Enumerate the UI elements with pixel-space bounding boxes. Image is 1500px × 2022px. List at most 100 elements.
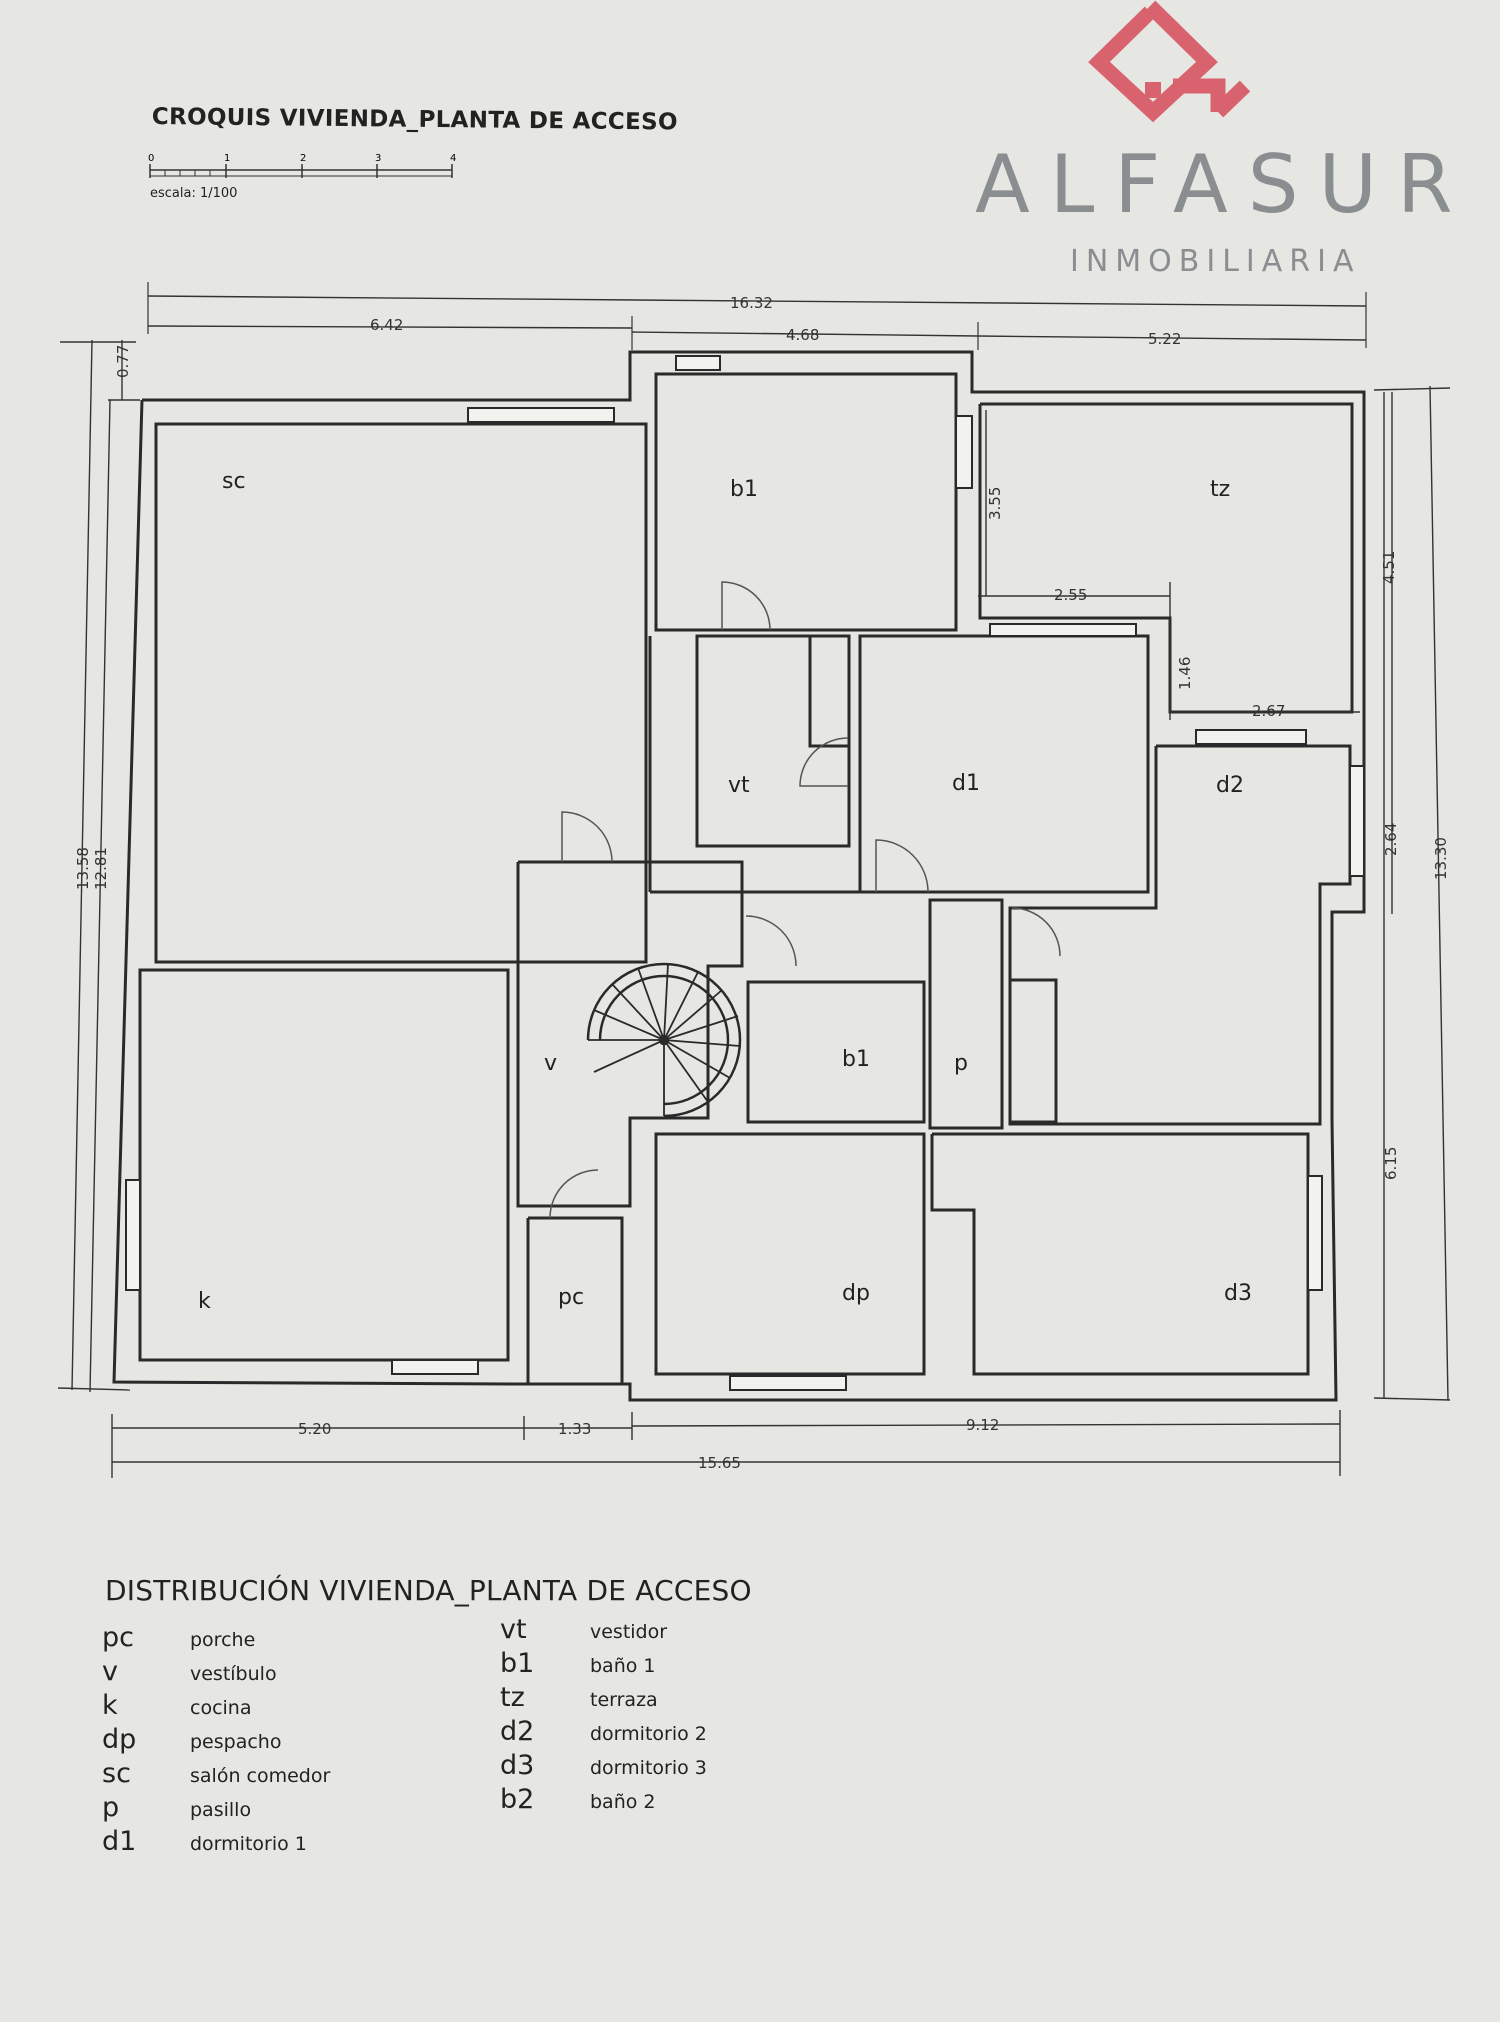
room-pc bbox=[526, 1216, 624, 1386]
room-vt bbox=[695, 634, 851, 848]
spiral-staircase-icon bbox=[586, 962, 742, 1118]
dim-label: 2.64 bbox=[1382, 823, 1400, 856]
legend-name: dormitorio 1 bbox=[190, 1833, 307, 1855]
window bbox=[1195, 729, 1307, 745]
floor-plan-drawing: 16.32 6.42 4.68 5.22 0.77 13.58 12.81 3.… bbox=[57, 282, 1451, 1478]
scale-label: escala: 1/100 bbox=[150, 186, 238, 201]
dim-label: 16.32 bbox=[730, 294, 773, 312]
dim-label: 13.30 bbox=[1432, 837, 1450, 880]
legend-code: d1 bbox=[102, 1826, 137, 1857]
dim-label: 3.55 bbox=[986, 487, 1004, 520]
legend-code: b1 bbox=[500, 1648, 535, 1679]
room-label-d2: d2 bbox=[1216, 773, 1244, 798]
scale-tick: 1 bbox=[224, 153, 230, 164]
brand-name: ALFASUR bbox=[975, 138, 1473, 231]
brand-subtitle: INMOBILIARIA bbox=[1070, 244, 1361, 279]
legend-name: dormitorio 2 bbox=[590, 1723, 707, 1745]
alfasur-logo-icon bbox=[1088, 0, 1251, 123]
dim-label: 1.46 bbox=[1176, 657, 1194, 690]
window bbox=[675, 355, 721, 371]
window bbox=[1307, 1175, 1323, 1291]
dim-label: 15.65 bbox=[698, 1454, 741, 1472]
legend-code: vt bbox=[500, 1614, 527, 1645]
room-label-d3: d3 bbox=[1224, 1281, 1252, 1306]
window bbox=[1349, 765, 1365, 877]
legend-item: tz terraza bbox=[500, 1682, 707, 1716]
window bbox=[989, 623, 1137, 637]
legend-item: b2 baño 2 bbox=[500, 1784, 707, 1818]
room-label-v: v bbox=[544, 1051, 557, 1076]
dim-label: 4.51 bbox=[1380, 551, 1398, 584]
window bbox=[391, 1359, 479, 1375]
scale-tick: 3 bbox=[375, 153, 381, 164]
room-label-k: k bbox=[198, 1289, 211, 1314]
room-dp bbox=[654, 1132, 926, 1376]
legend-code: d3 bbox=[500, 1750, 535, 1781]
room-d3 bbox=[930, 1132, 1310, 1376]
legend-code: dp bbox=[102, 1724, 137, 1755]
dim-label: 12.81 bbox=[92, 847, 110, 890]
room-label-dp: dp bbox=[842, 1281, 870, 1306]
legend-code: tz bbox=[500, 1682, 525, 1713]
legend-code: b2 bbox=[500, 1784, 535, 1815]
room-v bbox=[516, 860, 744, 1208]
legend-code: k bbox=[102, 1690, 118, 1721]
dim-label: 2.55 bbox=[1054, 586, 1087, 604]
room-tz bbox=[978, 402, 1354, 714]
room-label-b1: b1 bbox=[730, 477, 758, 502]
dim-label: 0.77 bbox=[114, 345, 132, 378]
legend-code: v bbox=[102, 1656, 118, 1687]
legend-item: p pasillo bbox=[102, 1792, 330, 1826]
legend-name: pasillo bbox=[190, 1799, 252, 1821]
legend-item: v vestíbulo bbox=[102, 1656, 330, 1690]
room-label-sc: sc bbox=[222, 469, 246, 494]
room-closet bbox=[1008, 978, 1058, 1124]
scale-tick: 0 bbox=[148, 153, 154, 164]
legend-column-2: vt vestidor b1 baño 1 tz terraza d2 dormitor… bbox=[500, 1614, 707, 1818]
room-label-tz: tz bbox=[1210, 477, 1230, 502]
legend-item: d2 dormitorio 2 bbox=[500, 1716, 707, 1750]
exterior-wall bbox=[112, 350, 1366, 1402]
room-label-b1-mid: b1 bbox=[842, 1047, 870, 1072]
legend-name: baño 2 bbox=[590, 1791, 656, 1813]
room-p bbox=[928, 898, 1004, 1130]
legend-name: pespacho bbox=[190, 1731, 282, 1753]
dim-label: 9.12 bbox=[966, 1416, 999, 1434]
dim-label: 1.33 bbox=[558, 1420, 591, 1438]
room-k bbox=[138, 968, 510, 1362]
window bbox=[955, 415, 973, 489]
legend-name: vestidor bbox=[590, 1621, 668, 1643]
scale-tick: 4 bbox=[450, 153, 456, 164]
room-label-vt: vt bbox=[728, 773, 750, 798]
legend-name: terraza bbox=[590, 1689, 658, 1711]
legend-item: pc porche bbox=[102, 1622, 330, 1656]
legend-code: pc bbox=[102, 1622, 134, 1653]
legend-item: vt vestidor bbox=[500, 1614, 707, 1648]
scale-tick: 2 bbox=[300, 153, 306, 164]
window bbox=[125, 1179, 141, 1291]
room-label-pc: pc bbox=[558, 1285, 584, 1310]
window bbox=[729, 1375, 847, 1391]
legend-name: baño 1 bbox=[590, 1655, 656, 1677]
legend-code: p bbox=[102, 1792, 120, 1823]
room-closet-vt bbox=[808, 634, 851, 748]
dim-label: 6.15 bbox=[1382, 1147, 1400, 1180]
room-d1 bbox=[858, 634, 1150, 894]
room-label-d1: d1 bbox=[952, 771, 980, 796]
room-b1-top bbox=[654, 372, 958, 632]
window bbox=[467, 407, 615, 423]
dim-label: 13.58 bbox=[74, 847, 92, 890]
legend-item: dp pespacho bbox=[102, 1724, 330, 1758]
dim-label: 4.68 bbox=[786, 326, 819, 344]
legend-name: vestíbulo bbox=[190, 1663, 277, 1685]
distribution-title: DISTRIBUCIÓN VIVIENDA_PLANTA DE ACCESO bbox=[105, 1574, 752, 1607]
legend-name: dormitorio 3 bbox=[590, 1757, 707, 1779]
dim-label: 6.42 bbox=[370, 316, 403, 334]
dim-label: 5.20 bbox=[298, 1420, 331, 1438]
room-b1-mid bbox=[746, 980, 926, 1124]
legend-name: porche bbox=[190, 1629, 256, 1651]
legend-code: d2 bbox=[500, 1716, 535, 1747]
